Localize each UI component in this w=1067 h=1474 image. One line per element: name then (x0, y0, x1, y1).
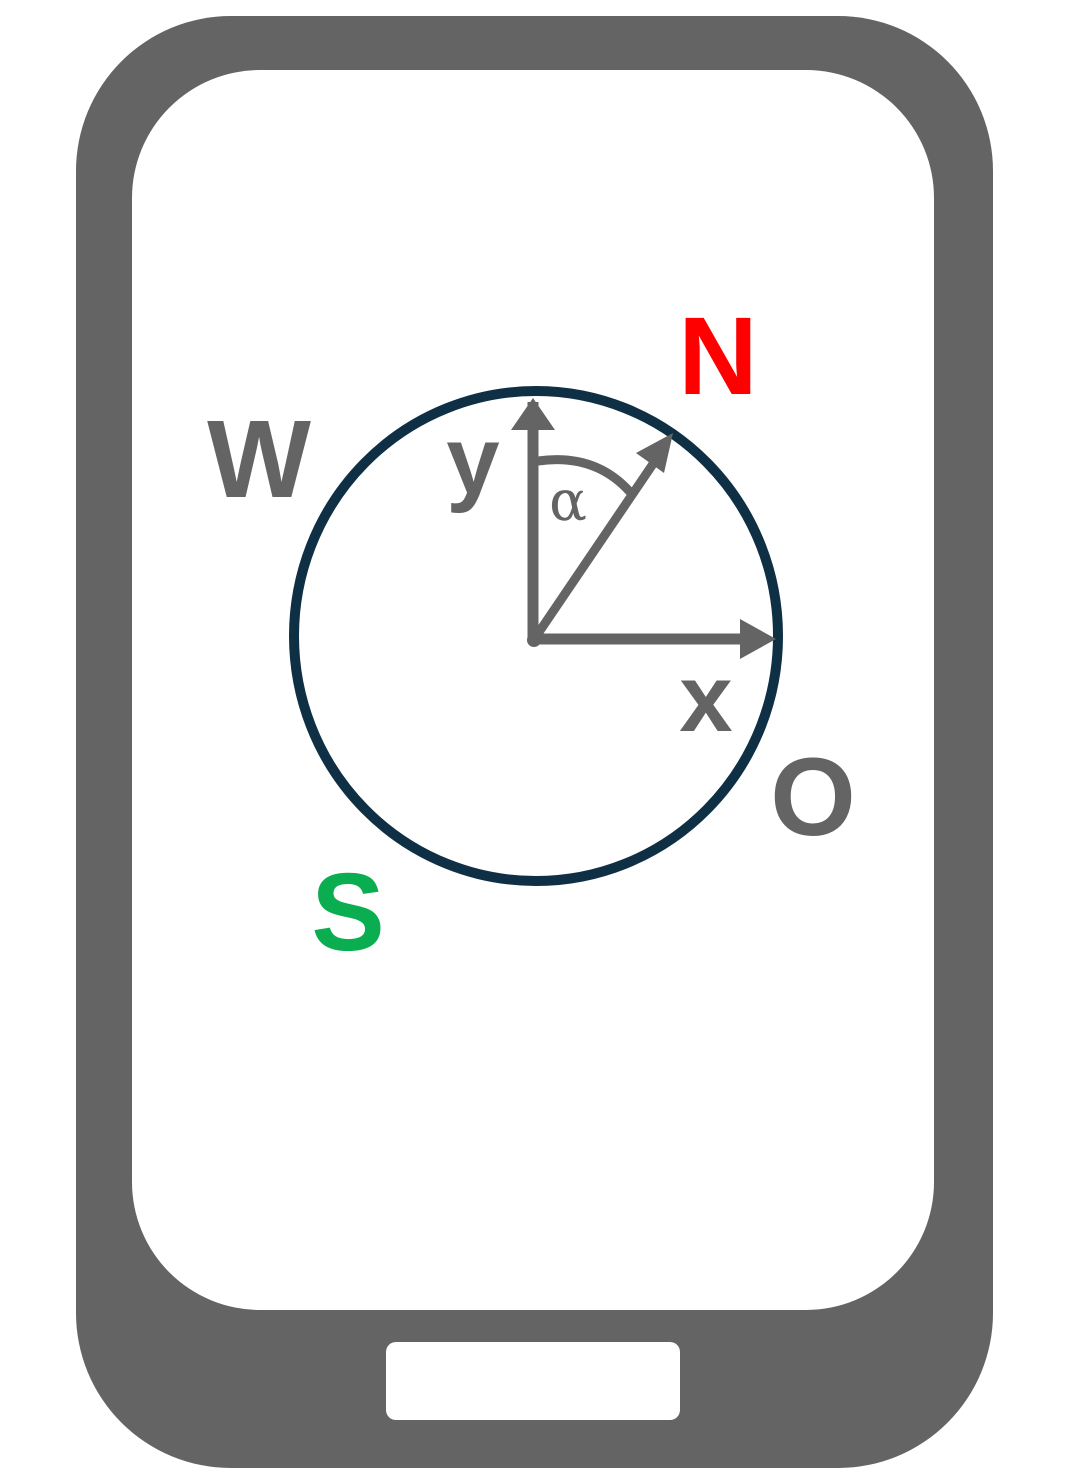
home-button[interactable] (386, 1342, 680, 1420)
compass-ring (289, 386, 783, 886)
west-label: W (207, 398, 311, 521)
origin-dot (527, 633, 541, 647)
heading-vector (531, 458, 659, 641)
y-axis-arrowhead (511, 398, 555, 430)
south-label: S (311, 851, 384, 974)
east-label: O (770, 736, 856, 859)
heading-vector-arrowhead (636, 433, 673, 473)
axes-group (511, 398, 776, 659)
x-axis-label: x (679, 645, 732, 752)
y-axis-label: y (446, 407, 499, 514)
alpha-angle-label: α (549, 469, 587, 534)
compass-circle (289, 386, 783, 886)
north-label: N (678, 295, 757, 418)
phone-screen (132, 70, 934, 1310)
angle-arc (537, 455, 634, 496)
smartphone-icon (76, 16, 993, 1468)
x-axis-arrowhead (740, 619, 776, 659)
